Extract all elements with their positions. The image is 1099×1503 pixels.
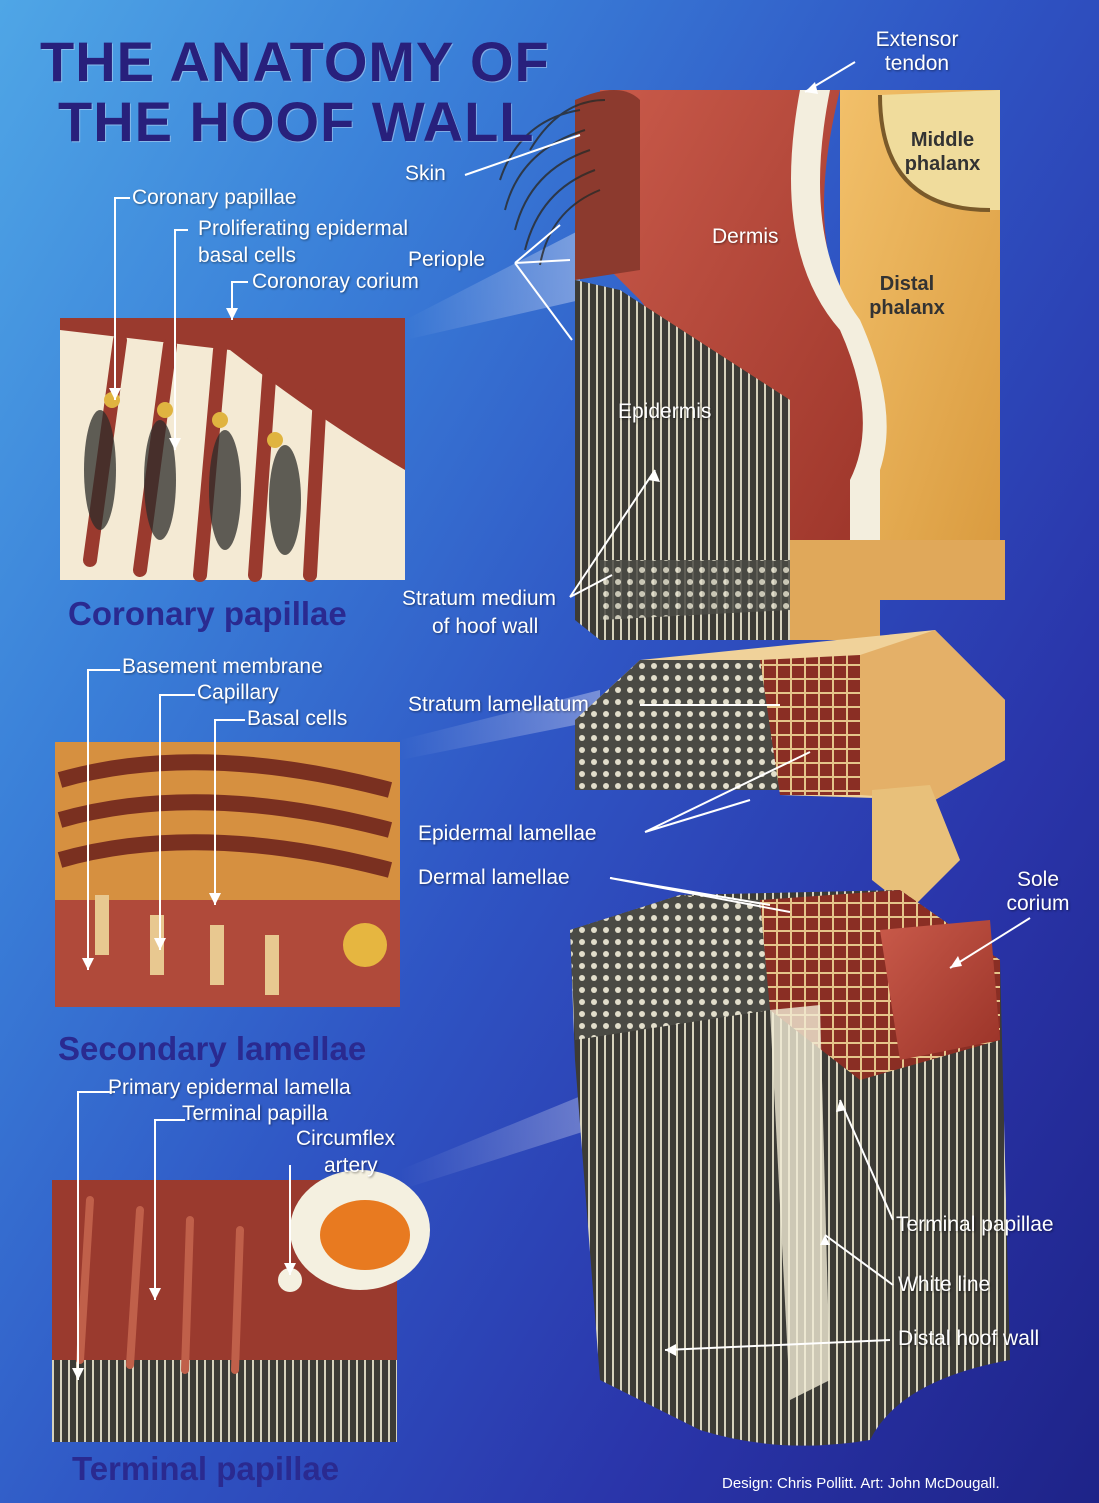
label-skin: Skin <box>405 162 446 186</box>
label-capillary: Capillary <box>197 681 279 705</box>
label-basement-membrane: Basement membrane <box>122 655 323 679</box>
secondary-inset <box>55 742 400 1007</box>
label-distal-hoof-wall: Distal hoof wall <box>898 1327 1039 1351</box>
lower-bone-ledge <box>790 540 1005 640</box>
label-middle-phalanx: Middle phalanx <box>895 128 990 176</box>
credit-line: Design: Chris Pollitt. Art: John McDouga… <box>722 1475 1000 1492</box>
label-circumflex-line1: Circumflex <box>296 1127 395 1151</box>
bottom-block <box>570 890 1010 1446</box>
label-proliferating-line2: basal cells <box>198 244 296 268</box>
label-primary-epidermal-lamella: Primary epidermal lamella <box>108 1076 351 1100</box>
title-line-1: THE ANATOMY OF <box>40 32 550 92</box>
label-stratum-medium-line1: Stratum medium <box>402 587 556 611</box>
label-distal-phalanx: Distal phalanx <box>862 272 952 320</box>
label-terminal-papilla: Terminal papilla <box>182 1102 328 1126</box>
caption-coronary-papillae: Coronary papillae <box>68 595 347 633</box>
sole-corium-region <box>880 920 1000 1060</box>
label-proliferating-line1: Proliferating epidermal <box>198 217 408 241</box>
label-basal-cells: Basal cells <box>247 707 347 731</box>
middle-bone-face <box>860 630 1005 800</box>
terminal-inset <box>52 1170 430 1442</box>
skin-region <box>575 90 640 280</box>
label-white-line: White line <box>898 1273 990 1297</box>
label-periople: Periople <box>408 248 485 272</box>
label-terminal-papillae: Terminal papillae <box>896 1213 1054 1237</box>
label-stratum-lamellatum: Stratum lamellatum <box>408 693 589 717</box>
label-epidermis: Epidermis <box>618 400 711 424</box>
label-extensor-tendon: Extensor tendon <box>862 28 972 76</box>
label-dermis: Dermis <box>712 225 779 249</box>
title-line-2: THE HOOF WALL <box>58 92 535 152</box>
label-coronary-papillae: Coronary papillae <box>132 186 297 210</box>
coronary-inset <box>60 318 405 580</box>
label-sole-corium: Sole corium <box>998 868 1078 916</box>
caption-terminal-papillae: Terminal papillae <box>72 1450 339 1488</box>
label-epidermal-lamellae: Epidermal lamellae <box>418 822 597 846</box>
stratum-medium-region <box>600 560 790 620</box>
label-stratum-medium-line2: of hoof wall <box>432 615 538 639</box>
beam-coronary <box>405 230 580 340</box>
middle-horn <box>575 660 780 790</box>
caption-secondary-lamellae: Secondary lamellae <box>58 1030 366 1068</box>
label-circumflex-line2: artery <box>324 1154 378 1178</box>
label-dermal-lamellae: Dermal lamellae <box>418 866 570 890</box>
middle-block <box>575 630 1005 800</box>
label-coronoray-corium: Coronoray corium <box>252 270 419 294</box>
